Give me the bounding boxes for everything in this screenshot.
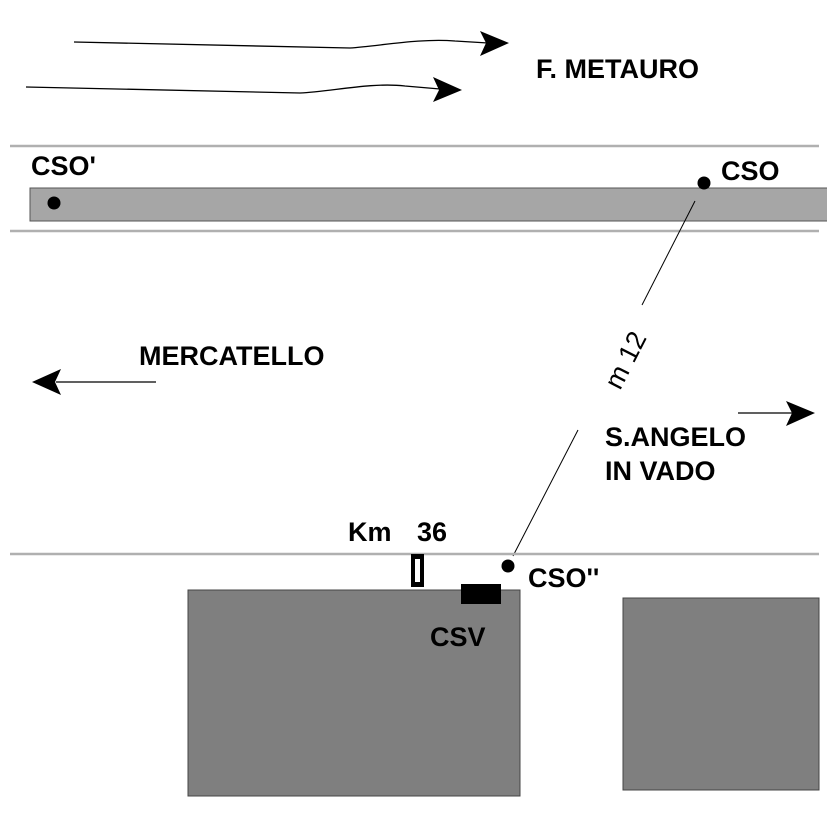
cso-prime-label: CSO'	[31, 151, 96, 181]
river-flow-arrows	[25, 39, 489, 94]
csv-marker	[461, 584, 501, 604]
km-label: Km	[348, 517, 392, 547]
km-value: 36	[417, 517, 447, 547]
s-angelo-label-line2: IN VADO	[605, 456, 716, 486]
s-angelo-arrowhead	[786, 401, 815, 426]
mercatello-arrowhead	[32, 369, 61, 395]
distance-label: m 12	[599, 327, 653, 394]
cso-prime-dot	[47, 196, 61, 210]
river-flow-arrowhead-upper	[480, 31, 509, 56]
mercatello-label: MERCATELLO	[139, 341, 324, 371]
river-flow-line-upper	[73, 39, 489, 49]
csv-label: CSV	[430, 622, 486, 652]
cso-double-prime-label: CSO''	[528, 563, 599, 593]
cso-double-prime-dot	[501, 559, 515, 573]
s-angelo-label-line1: S.ANGELO	[605, 422, 746, 452]
channel-strip	[29, 187, 827, 222]
cso-label: CSO	[721, 156, 780, 186]
river-flow-line-lower	[25, 84, 441, 94]
distance-leader-lower	[512, 429, 579, 557]
km-marker-post-inner	[415, 559, 420, 582]
river-label: F. METAURO	[536, 54, 699, 84]
distance-leader-upper	[641, 200, 696, 306]
river-flow-arrowhead-lower	[433, 77, 462, 102]
building-right	[622, 597, 820, 791]
building-left	[187, 589, 521, 797]
cso-dot	[697, 176, 711, 190]
